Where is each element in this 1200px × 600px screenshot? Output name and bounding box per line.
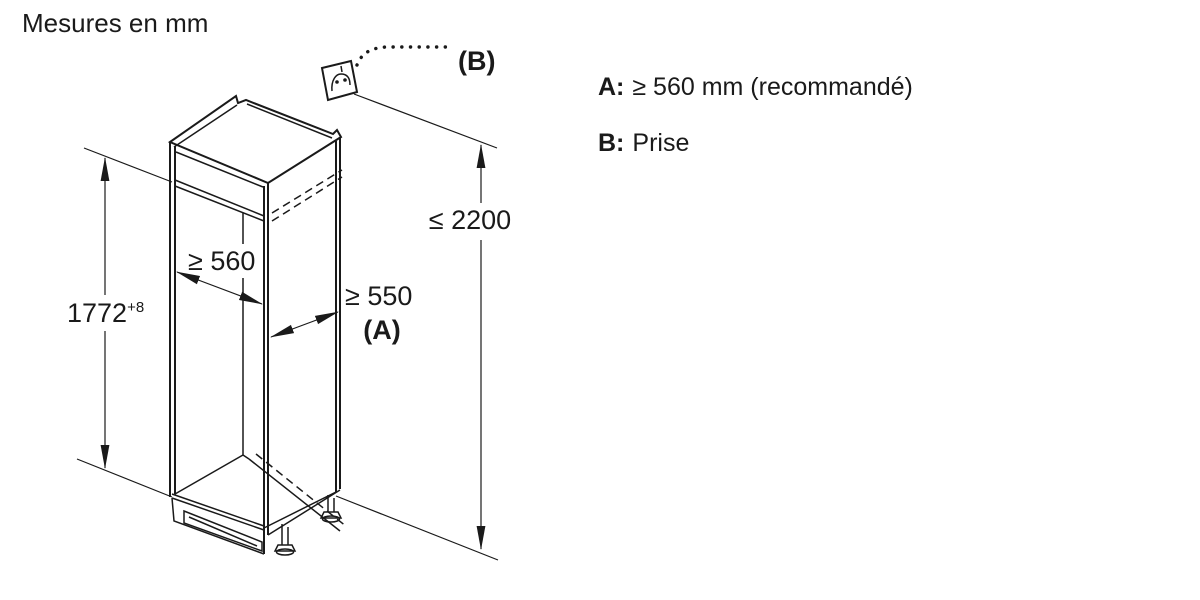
socket-pin-right bbox=[343, 78, 347, 82]
cabinet-interior-back-edge bbox=[242, 213, 250, 460]
cabinet-hidden-edges bbox=[255, 169, 348, 528]
cabinet-front-foot bbox=[273, 524, 297, 556]
niche-depth-ref-label: (A) bbox=[363, 315, 400, 345]
legend-key-a: A: bbox=[598, 73, 624, 101]
extension-lines-max-height bbox=[335, 93, 499, 561]
cabinet-plinth bbox=[171, 497, 265, 555]
power-socket-icon bbox=[320, 59, 359, 102]
dimension-niche-depth: ≥ 550 (A) bbox=[270, 281, 412, 345]
dimension-max-height: ≤ 2200 bbox=[335, 93, 511, 561]
cabinet-vertical-edges bbox=[169, 137, 341, 554]
niche-width-label: ≥ 560 bbox=[188, 246, 255, 276]
dotted-leader-line bbox=[355, 45, 452, 67]
socket-ref-label: (B) bbox=[458, 46, 495, 76]
extension-lines-niche-height bbox=[76, 147, 173, 498]
niche-depth-label: ≥ 550 bbox=[345, 281, 412, 311]
max-height-label: ≤ 2200 bbox=[429, 205, 511, 235]
cabinet-floor-edges bbox=[171, 454, 341, 536]
legend-value-a: ≥ 560 mm (recommandé) bbox=[632, 73, 912, 101]
cabinet-top-thickness-lines bbox=[173, 103, 333, 148]
socket-callout: (B) bbox=[355, 45, 495, 76]
cabinet-top-face bbox=[167, 94, 343, 185]
legend-entry-a: A: ≥ 560 mm (recommandé) bbox=[598, 73, 913, 101]
legend-key-b: B: bbox=[598, 129, 624, 157]
socket-glyph bbox=[331, 65, 351, 92]
socket-pin-left bbox=[335, 80, 339, 84]
niche-height-label: 1772+8 bbox=[67, 298, 144, 328]
dimension-niche-width: ≥ 560 bbox=[176, 246, 263, 305]
legend: A: ≥ 560 mm (recommandé) B: Prise bbox=[598, 73, 913, 157]
legend-entry-b: B: Prise bbox=[598, 129, 689, 157]
page-title: Mesures en mm bbox=[22, 8, 208, 38]
legend-value-b: Prise bbox=[632, 129, 689, 157]
cabinet-rear-foot bbox=[319, 495, 343, 523]
cabinet-shelf-edges bbox=[174, 151, 265, 222]
dimension-niche-height: 1772+8 bbox=[67, 147, 173, 498]
cabinet-plinth-recess bbox=[183, 509, 263, 553]
cabinet-drawing bbox=[167, 94, 348, 556]
